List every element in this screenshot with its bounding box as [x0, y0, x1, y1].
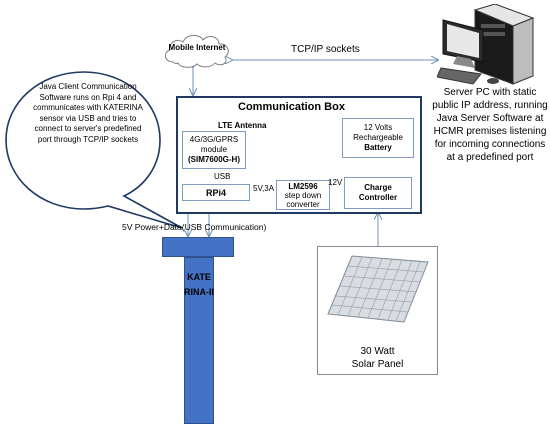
converter-line-3: converter — [286, 199, 320, 209]
cloud-label: Mobile Internet — [168, 43, 226, 52]
usb-cable-label: 5V Power+Data(USB Communication) — [122, 222, 267, 232]
server-description: Server PC with static public IP address,… — [432, 87, 548, 163]
battery-line-1: 12 Volts — [363, 123, 393, 132]
voltage-5v-label: 5V,3A — [253, 184, 275, 193]
usb-label: USB — [214, 172, 231, 181]
charger-line-1: Charge — [364, 183, 392, 192]
solar-line-1: 30 Watt — [360, 346, 395, 357]
modem-line-2: module — [200, 145, 228, 154]
battery-line-3: Battery — [364, 143, 392, 152]
converter-line-1: LM2596 — [288, 181, 318, 191]
charge-controller-block: Charge Controller — [344, 177, 412, 209]
battery-line-2: Rechargeable — [353, 133, 403, 142]
solar-line-2: Solar Panel — [351, 359, 404, 370]
solar-panel-icon — [327, 255, 429, 323]
battery-block: 12 Volts Rechargeable Battery — [342, 118, 414, 158]
tcp-link-label: TCP/IP sockets — [291, 44, 360, 55]
communication-box-title: Communication Box — [238, 101, 345, 113]
speech-bubble-shape — [5, 71, 183, 229]
katerina-sensor-head — [162, 237, 234, 257]
converter-line-2: step down — [284, 190, 322, 200]
solar-panel-label: 30 Watt Solar Panel — [317, 345, 438, 371]
mobile-internet-cloud-icon — [165, 34, 229, 68]
lte-antenna-label: LTE Antenna — [218, 121, 267, 130]
client-software-bubble-text: Java Client Communication Software runs … — [33, 82, 143, 144]
katerina-sensor-label: KATERINA-II — [184, 272, 214, 297]
server-pc-icon — [437, 4, 535, 85]
lte-modem-block: 4G/3G/GPRS module (SIM7600G-H) — [182, 131, 246, 169]
voltage-12v-label: 12V — [328, 178, 343, 187]
modem-line-1: 4G/3G/GPRS — [189, 135, 239, 144]
charger-line-2: Controller — [358, 193, 398, 202]
rpi4-block: RPi4 — [182, 184, 250, 201]
step-down-converter-block: LM2596 step down converter — [276, 180, 330, 210]
modem-line-3: (SIM7600G-H) — [187, 155, 240, 164]
katerina-sensor-body — [184, 257, 214, 424]
